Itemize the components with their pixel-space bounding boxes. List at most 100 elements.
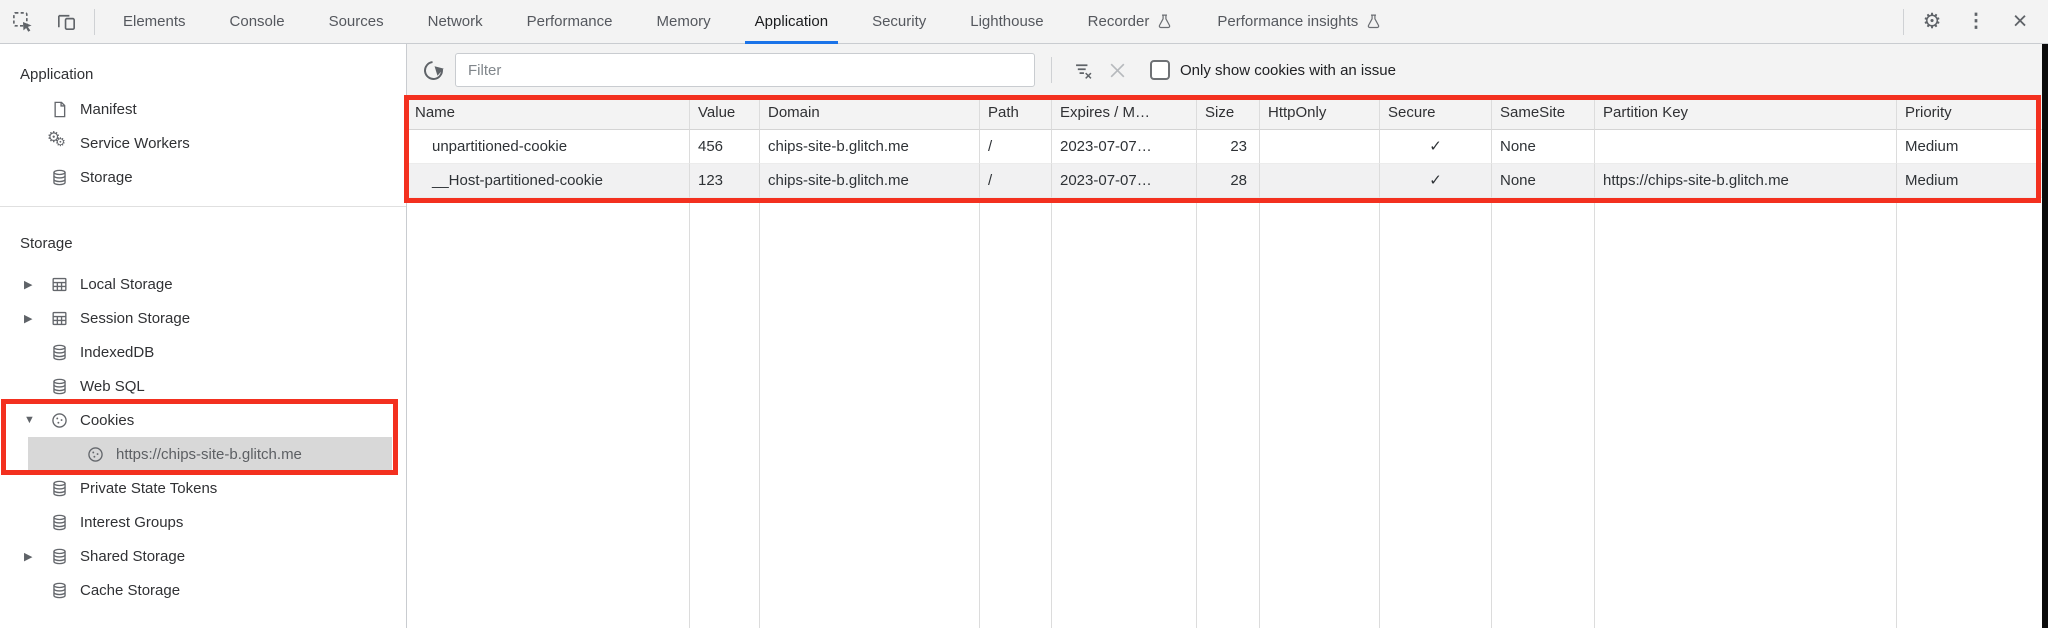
- tab-performance-insights[interactable]: Performance insights: [1195, 0, 1404, 44]
- tabbar-divider: [94, 8, 95, 35]
- cell-partition-key[interactable]: https://chips-site-b.glitch.me: [1595, 164, 1897, 198]
- column-header-samesite[interactable]: SameSite: [1492, 96, 1595, 130]
- cell-samesite[interactable]: None: [1492, 164, 1595, 198]
- cell-value[interactable]: 456: [690, 130, 760, 164]
- sidebar-item-private-state-tokens[interactable]: Private State Tokens: [0, 471, 406, 505]
- cell-path[interactable]: /: [980, 164, 1052, 198]
- tab-performance[interactable]: Performance: [526, 13, 613, 30]
- cell-domain[interactable]: chips-site-b.glitch.me: [760, 164, 980, 198]
- gears-icon: ⚙⚙: [47, 129, 66, 149]
- sidebar-divider: [0, 206, 406, 207]
- cell-size[interactable]: 23: [1197, 130, 1260, 164]
- tab-network[interactable]: Network: [427, 13, 483, 30]
- kebab-menu-icon[interactable]: ⋮: [1966, 11, 1986, 32]
- section-title: Storage: [20, 234, 73, 252]
- chevron-collapsed-icon[interactable]: ▶: [24, 312, 33, 325]
- cell-name[interactable]: __Host-partitioned-cookie: [407, 164, 690, 198]
- experiment-flask-icon: [1365, 13, 1382, 30]
- column-header-path[interactable]: Path: [980, 96, 1052, 130]
- sidebar-item-shared-storage[interactable]: ▶ Shared Storage: [0, 539, 406, 573]
- filter-input[interactable]: [455, 53, 1035, 87]
- sidebar-item-cache-storage[interactable]: Cache Storage: [0, 573, 406, 607]
- issue-filter-checkbox[interactable]: [1150, 60, 1170, 80]
- database-icon: [48, 477, 70, 499]
- table-icon: [48, 273, 70, 295]
- application-sidebar: Application Manifest ⚙⚙ Service Workers: [0, 44, 407, 628]
- cookie-table: Name Value Domain Path Expires / M… Size…: [407, 96, 2048, 628]
- cell-secure[interactable]: ✓: [1380, 164, 1492, 198]
- experiment-flask-icon: [1156, 13, 1173, 30]
- toolbar-divider: [1051, 57, 1052, 83]
- sidebar-item-cookies[interactable]: ▼ Cookies: [0, 403, 406, 437]
- cell-expires[interactable]: 2023-07-07…: [1052, 130, 1197, 164]
- sidebar-section-storage: Storage ▶ Local Storage ▶: [0, 207, 406, 607]
- chevron-collapsed-icon[interactable]: ▶: [24, 550, 33, 563]
- device-toolbar-icon[interactable]: [44, 0, 88, 44]
- cell-httponly[interactable]: [1260, 130, 1380, 164]
- column-header-expires[interactable]: Expires / M…: [1052, 96, 1197, 130]
- sidebar-item-session-storage[interactable]: ▶ Session Storage: [0, 301, 406, 335]
- tab-lighthouse[interactable]: Lighthouse: [970, 13, 1044, 30]
- cell-domain[interactable]: chips-site-b.glitch.me: [760, 130, 980, 164]
- sidebar-item-interest-groups[interactable]: Interest Groups: [0, 505, 406, 539]
- cookies-view: Only show cookies with an issue Name Val…: [407, 44, 2048, 628]
- refresh-icon[interactable]: [411, 48, 455, 92]
- column-header-name[interactable]: Name: [407, 96, 690, 130]
- cookies-toolbar: Only show cookies with an issue: [407, 44, 2048, 96]
- sidebar-item-storage[interactable]: Storage: [0, 160, 406, 194]
- column-header-partition-key[interactable]: Partition Key: [1595, 96, 1897, 130]
- section-title: Application: [20, 65, 94, 83]
- table-icon: [48, 307, 70, 329]
- database-icon: [48, 341, 70, 363]
- table-row[interactable]: unpartitioned-cookie 456 chips-site-b.gl…: [407, 130, 2048, 164]
- cell-priority[interactable]: Medium: [1897, 130, 2048, 164]
- cell-expires[interactable]: 2023-07-07…: [1052, 164, 1197, 198]
- sidebar-item-web-sql[interactable]: Web SQL: [0, 369, 406, 403]
- cell-value[interactable]: 123: [690, 164, 760, 198]
- sidebar-item-service-workers[interactable]: ⚙⚙ Service Workers: [0, 126, 406, 160]
- tab-application[interactable]: Application: [733, 0, 850, 44]
- database-icon: [48, 579, 70, 601]
- delete-selected-icon[interactable]: [1100, 53, 1134, 87]
- database-icon: [48, 545, 70, 567]
- cell-path[interactable]: /: [980, 130, 1052, 164]
- sidebar-item-local-storage[interactable]: ▶ Local Storage: [0, 267, 406, 301]
- tab-security[interactable]: Security: [872, 13, 927, 30]
- database-icon: [48, 511, 70, 533]
- cell-size[interactable]: 28: [1197, 164, 1260, 198]
- cell-name[interactable]: unpartitioned-cookie: [407, 130, 690, 164]
- tab-elements[interactable]: Elements: [123, 13, 186, 30]
- devtools-tabbar: Elements Console Sources Network Perform…: [0, 0, 2048, 44]
- chevron-collapsed-icon[interactable]: ▶: [24, 278, 33, 291]
- tabbar-controls: ⚙ ⋮ ×: [1897, 0, 2048, 44]
- database-icon: [48, 166, 70, 188]
- cell-httponly[interactable]: [1260, 164, 1380, 198]
- cell-samesite[interactable]: None: [1492, 130, 1595, 164]
- panel-tabs: Elements Console Sources Network Perform…: [101, 0, 1404, 44]
- sidebar-item-indexeddb[interactable]: IndexedDB: [0, 335, 406, 369]
- chevron-expanded-icon[interactable]: ▼: [24, 414, 35, 426]
- cell-secure[interactable]: ✓: [1380, 130, 1492, 164]
- sidebar-item-manifest[interactable]: Manifest: [0, 92, 406, 126]
- sidebar-item-cookie-origin[interactable]: https://chips-site-b.glitch.me: [0, 437, 406, 471]
- inspect-element-icon[interactable]: [0, 0, 44, 44]
- settings-gear-icon[interactable]: ⚙: [1922, 10, 1942, 33]
- column-header-httponly[interactable]: HttpOnly: [1260, 96, 1380, 130]
- table-empty-area: [407, 198, 2048, 628]
- cell-priority[interactable]: Medium: [1897, 164, 2048, 198]
- tab-sources[interactable]: Sources: [328, 13, 384, 30]
- close-devtools-icon[interactable]: ×: [2012, 7, 2028, 35]
- column-header-value[interactable]: Value: [690, 96, 760, 130]
- tab-console[interactable]: Console: [229, 13, 285, 30]
- cookie-icon: [48, 409, 70, 431]
- cell-partition-key[interactable]: [1595, 130, 1897, 164]
- tab-memory[interactable]: Memory: [656, 13, 711, 30]
- table-row[interactable]: __Host-partitioned-cookie 123 chips-site…: [407, 164, 2048, 198]
- clear-filter-icon[interactable]: [1066, 53, 1100, 87]
- column-header-domain[interactable]: Domain: [760, 96, 980, 130]
- column-header-secure[interactable]: Secure: [1380, 96, 1492, 130]
- column-header-size[interactable]: Size: [1197, 96, 1260, 130]
- column-header-priority[interactable]: Priority: [1897, 96, 2048, 130]
- tab-recorder[interactable]: Recorder: [1066, 0, 1196, 44]
- application-panel: Application Manifest ⚙⚙ Service Workers: [0, 44, 2048, 628]
